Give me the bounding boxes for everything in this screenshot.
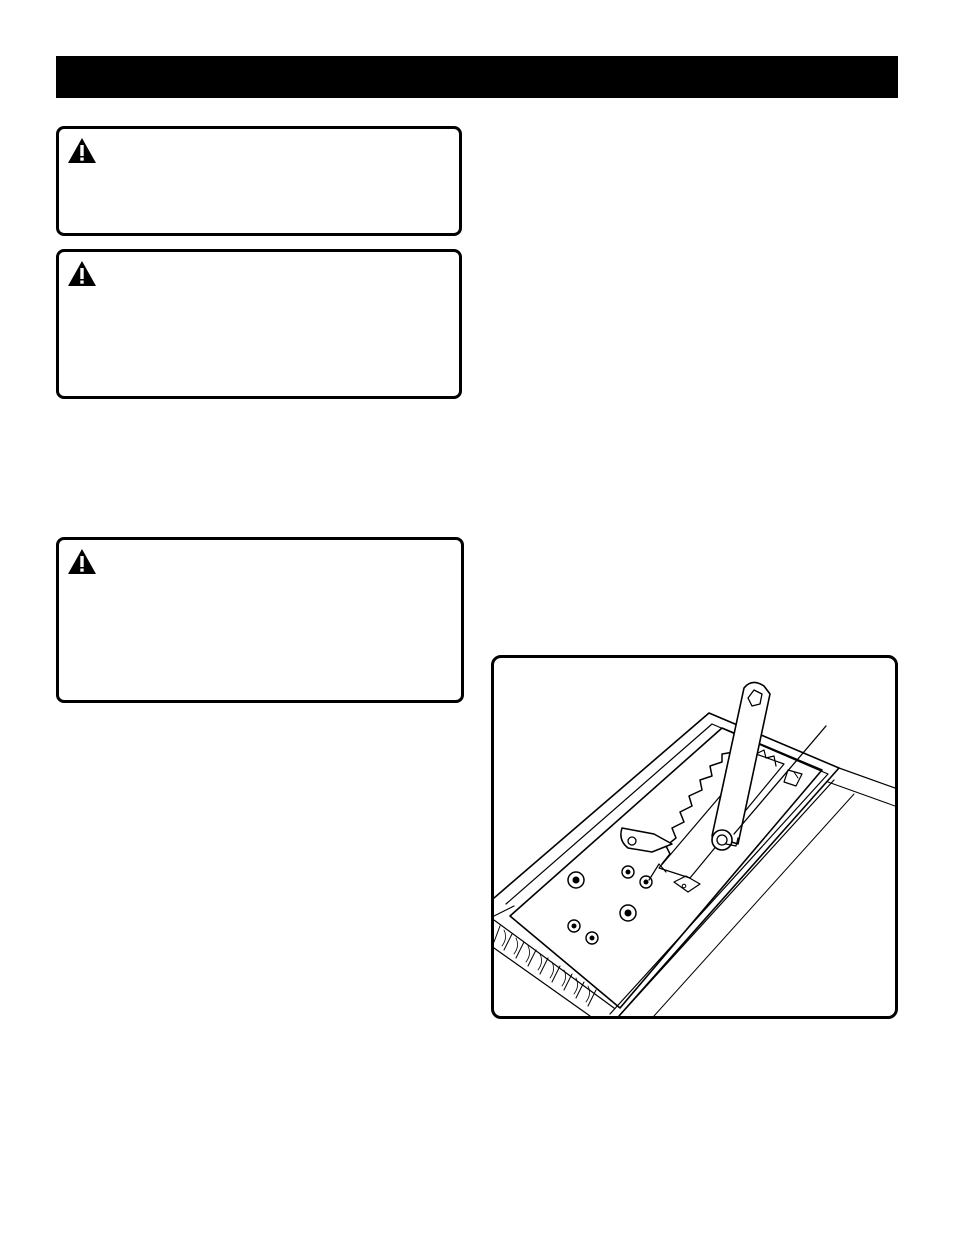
warning-triangle-icon bbox=[68, 138, 96, 163]
warning-box-2 bbox=[56, 249, 462, 399]
section-header-bar bbox=[56, 56, 898, 98]
warning-triangle-icon bbox=[68, 261, 96, 286]
illustration-table-saw-insert bbox=[494, 681, 895, 1016]
warning-box-3 bbox=[56, 537, 464, 703]
figure-blade-wrench bbox=[491, 655, 898, 1019]
warning-box-1 bbox=[56, 126, 462, 236]
warning-triangle-icon bbox=[68, 549, 96, 574]
